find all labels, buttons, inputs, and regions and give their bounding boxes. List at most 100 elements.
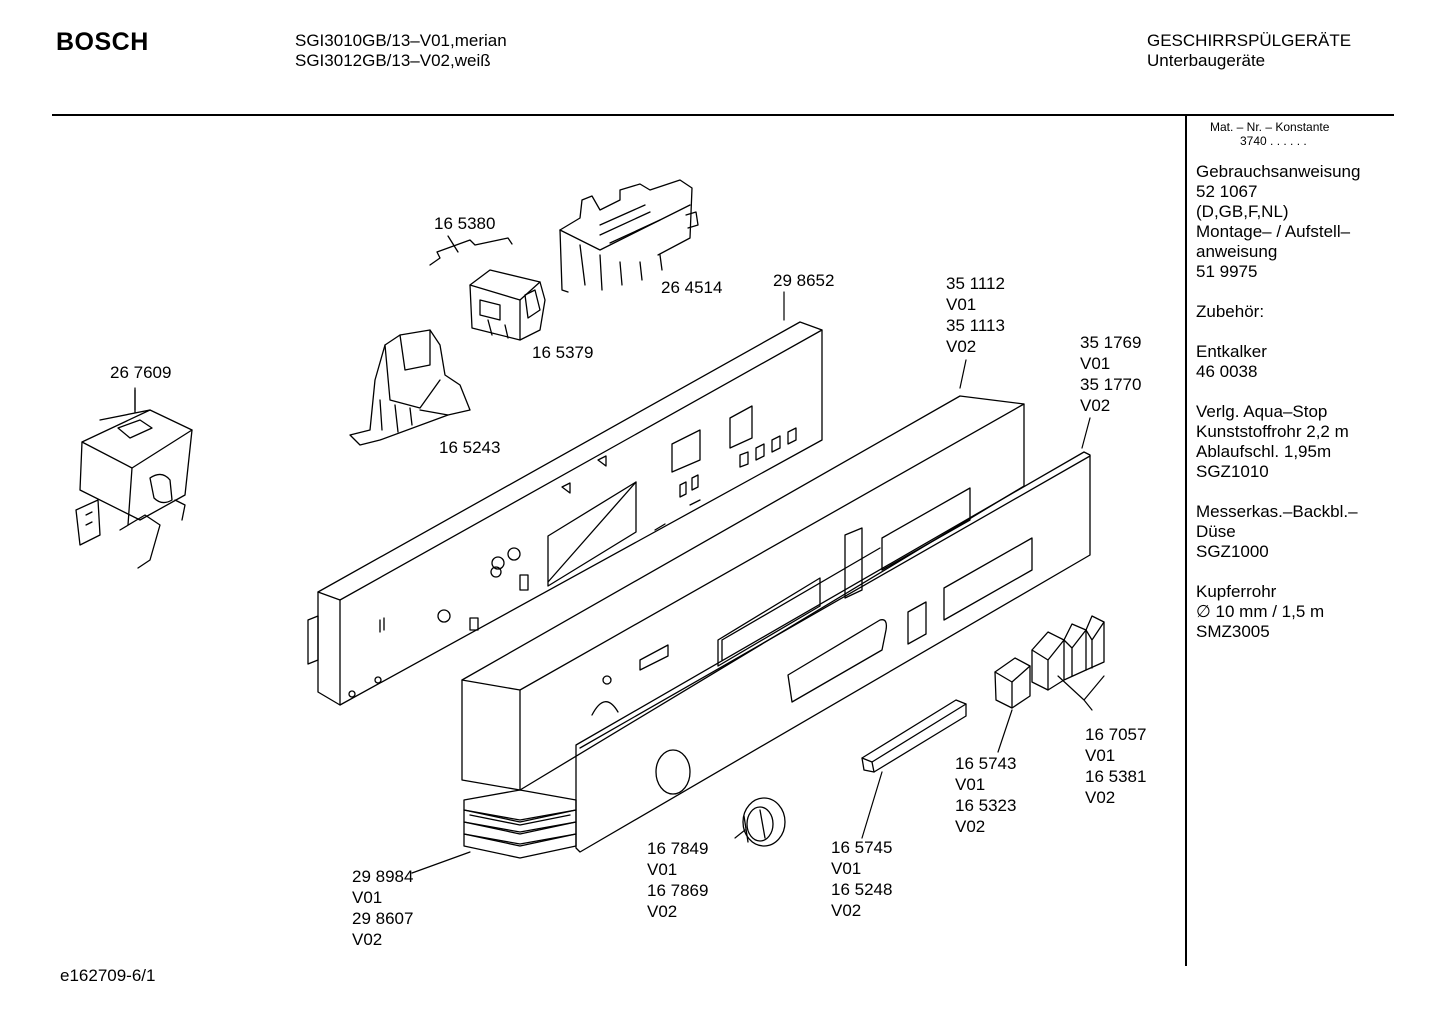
- category-line-1: GESCHIRRSPÜLGERÄTE: [1147, 31, 1352, 50]
- spring-wire-part: [429, 235, 513, 266]
- part-label-267609: 26 7609: [110, 362, 171, 383]
- part-number: 16 7869: [647, 881, 709, 900]
- sidebar-text: Verlg. Aqua–Stop: [1196, 402, 1328, 421]
- variant-code: V01: [1080, 354, 1111, 373]
- part-number: 16 7057: [1085, 725, 1147, 744]
- part-label-351769: 35 1769 V01 35 1770 V02: [1080, 332, 1141, 416]
- selector-module-part: [559, 179, 699, 293]
- aqua-stop-block: Verlg. Aqua–Stop Kunststoffrohr 2,2 m Ab…: [1196, 402, 1386, 482]
- sidebar-text: (D,GB,F,NL): [1196, 202, 1289, 221]
- variant-code: V02: [831, 901, 862, 920]
- button-set-part: [1031, 615, 1105, 691]
- part-label-165380: 16 5380: [434, 213, 495, 234]
- header-divider: [52, 114, 1394, 116]
- category-heading: GESCHIRRSPÜLGERÄTE Unterbaugeräte: [1147, 31, 1351, 71]
- part-number: 35 1770: [1080, 375, 1142, 394]
- sidebar-text: Düse: [1196, 522, 1236, 541]
- single-button-part: [994, 657, 1031, 709]
- variant-code: V02: [1080, 396, 1111, 415]
- part-number: 16 5379: [532, 343, 594, 362]
- part-number: 16 5743: [955, 754, 1017, 773]
- variant-code: V02: [1085, 788, 1116, 807]
- variant-code: V01: [1085, 746, 1116, 765]
- part-label-165243: 16 5243: [439, 437, 500, 458]
- sidebar-text: 52 1067: [1196, 182, 1258, 201]
- part-number: 29 8984: [352, 867, 414, 886]
- variant-code: V01: [647, 860, 678, 879]
- part-number: 26 7609: [110, 363, 172, 382]
- part-number: 16 5248: [831, 880, 893, 899]
- accessories-heading: Zubehör:: [1196, 302, 1386, 322]
- model-list: SGI3010GB/13–V01,merian SGI3012GB/13–V02…: [295, 31, 507, 71]
- front-panel-part: [575, 451, 1091, 853]
- part-label-351112: 35 1112 V01 35 1113 V02: [946, 273, 1005, 357]
- sidebar-text: SMZ3005: [1196, 622, 1270, 641]
- part-number: 29 8607: [352, 909, 414, 928]
- sidebar-text: Gebrauchsanweisung: [1196, 162, 1361, 181]
- mat-nr-box: Mat. – Nr. – Konstante 3740 . . . . . .: [1210, 120, 1329, 148]
- part-label-167057: 16 7057 V01 16 5381 V02: [1085, 724, 1146, 808]
- knob-part: [742, 797, 786, 847]
- sidebar-text: Ablaufschl. 1,95m: [1196, 442, 1332, 461]
- part-label-165379: 16 5379: [532, 342, 593, 363]
- leader-lines: [134, 291, 1105, 874]
- mat-nr-value: 3740 . . . . . .: [1240, 134, 1307, 148]
- part-number: 26 4514: [661, 278, 723, 297]
- variant-code: V02: [946, 337, 977, 356]
- sidebar-text: Kunststoffrohr 2,2 m: [1196, 422, 1349, 441]
- sidebar-text: SGZ1010: [1196, 462, 1269, 481]
- part-label-167849: 16 7849 V01 16 7869 V02: [647, 838, 708, 922]
- part-label-298652: 29 8652: [773, 270, 834, 291]
- category-line-2: Unterbaugeräte: [1147, 51, 1266, 70]
- sidebar-text: Montage– / Aufstell–: [1196, 222, 1351, 241]
- manual-block: Gebrauchsanweisung 52 1067 (D,GB,F,NL) M…: [1196, 162, 1386, 282]
- variant-code: V02: [352, 930, 383, 949]
- trim-strip-part: [861, 699, 967, 773]
- model-line-2: SGI3012GB/13–V02,weiß: [295, 51, 491, 70]
- switch-block-part: [469, 269, 546, 341]
- sidebar-info: Gebrauchsanweisung 52 1067 (D,GB,F,NL) M…: [1196, 162, 1386, 662]
- brand-logo: BOSCH: [56, 28, 149, 56]
- mat-nr-label: Mat. – Nr. – Konstante: [1210, 120, 1330, 134]
- variant-code: V01: [831, 859, 862, 878]
- variant-code: V01: [352, 888, 383, 907]
- part-number: 16 5243: [439, 438, 501, 457]
- sidebar-text: Entkalker: [1196, 342, 1267, 361]
- bracket-part: [349, 329, 471, 446]
- cutlery-basket-block: Messerkas.–Backbl.– Düse SGZ1000: [1196, 502, 1386, 562]
- sidebar-text: SGZ1000: [1196, 542, 1269, 561]
- sidebar-text: Messerkas.–Backbl.–: [1196, 502, 1358, 521]
- part-number: 16 5323: [955, 796, 1017, 815]
- sidebar-text: 51 9975: [1196, 262, 1258, 281]
- sidebar-text: ∅ 10 mm / 1,5 m: [1196, 602, 1325, 621]
- part-label-165743: 16 5743 V01 16 5323 V02: [955, 753, 1016, 837]
- control-module-part: [75, 389, 193, 569]
- part-number: 29 8652: [773, 271, 835, 290]
- gasket-stack-part: [463, 789, 577, 859]
- part-number: 16 5380: [434, 214, 496, 233]
- model-line-1: SGI3010GB/13–V01,merian: [295, 31, 507, 50]
- part-label-298984: 29 8984 V01 29 8607 V02: [352, 866, 413, 950]
- sidebar-text: 46 0038: [1196, 362, 1258, 381]
- part-number: 16 7849: [647, 839, 709, 858]
- sidebar-text: anweisung: [1196, 242, 1278, 261]
- part-label-264514: 26 4514: [661, 277, 722, 298]
- part-number: 35 1112: [946, 274, 1005, 293]
- exploded-diagram: [75, 179, 1105, 874]
- sidebar-divider: [1185, 114, 1187, 966]
- part-number: 35 1113: [946, 316, 1005, 335]
- sidebar-text: Kupferrohr: [1196, 582, 1277, 601]
- fascia-part: [461, 395, 1025, 791]
- part-number: 16 5745: [831, 838, 893, 857]
- descaler-block: Entkalker 46 0038: [1196, 342, 1386, 382]
- part-number: 16 5381: [1085, 767, 1147, 786]
- variant-code: V02: [955, 817, 986, 836]
- copper-pipe-block: Kupferrohr ∅ 10 mm / 1,5 m SMZ3005: [1196, 582, 1386, 642]
- variant-code: V02: [647, 902, 678, 921]
- sidebar-text: Zubehör:: [1196, 302, 1265, 321]
- control-panel-frame-part: [307, 321, 823, 706]
- part-label-165745: 16 5745 V01 16 5248 V02: [831, 837, 892, 921]
- variant-code: V01: [946, 295, 977, 314]
- variant-code: V01: [955, 775, 986, 794]
- drawing-code: e162709-6/1: [60, 966, 156, 985]
